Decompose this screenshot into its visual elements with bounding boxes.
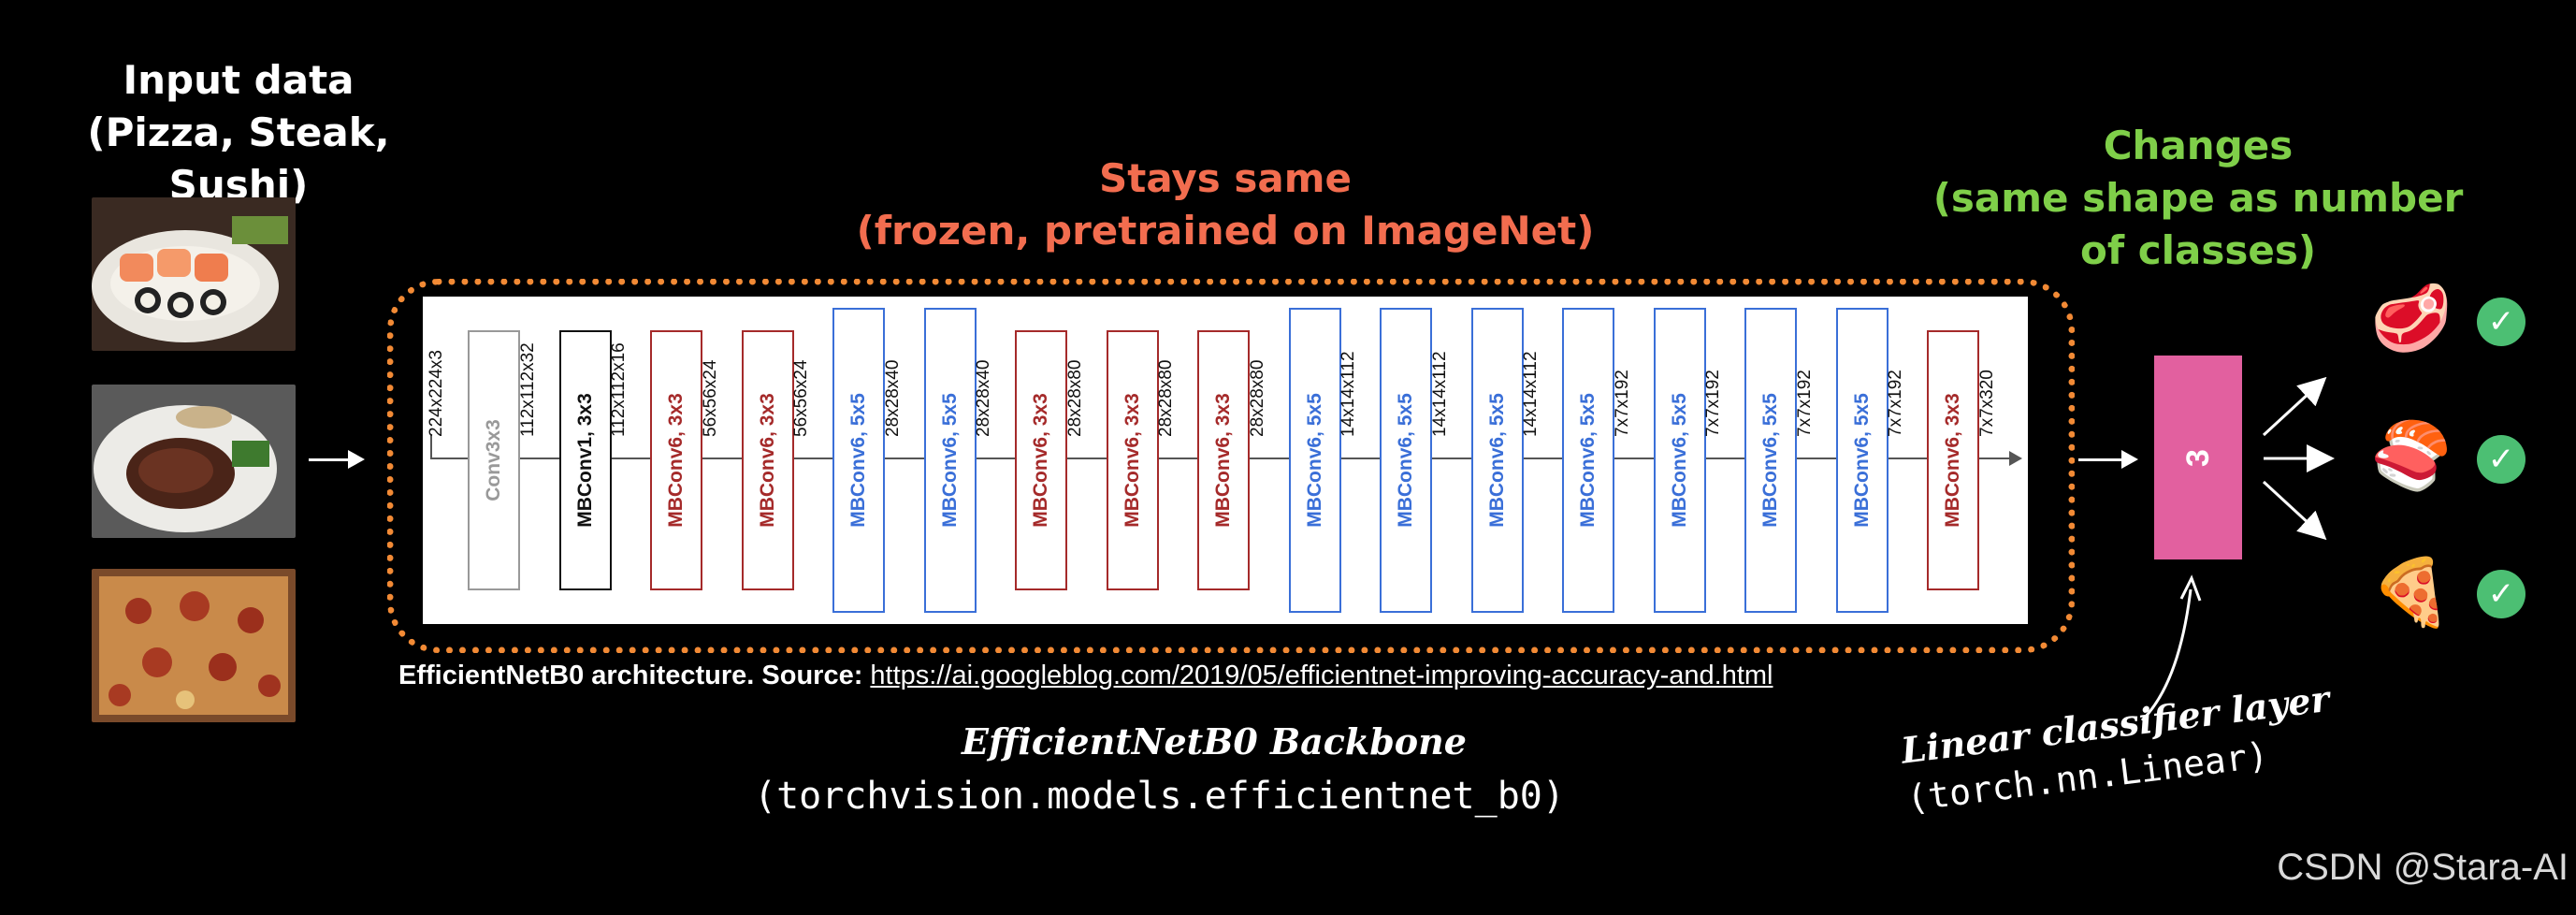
input-data-title: Input data (Pizza, Steak, Sushi) <box>19 54 458 211</box>
input-data-heading: Input data <box>123 57 355 103</box>
tensor-shape-label: 28x28x80 <box>1156 359 1176 437</box>
layer-block: MBConv6, 3x3 <box>1927 330 1979 590</box>
sushi-icon: 🍣 <box>2370 417 2453 494</box>
frozen-backbone-outline <box>387 279 2075 653</box>
architecture-caption: EfficientNetB0 architecture. Source: htt… <box>398 661 1773 691</box>
classifier-pointer-arrow <box>2140 574 2202 722</box>
layer-block: MBConv6, 3x3 <box>1015 330 1067 590</box>
caption-source-label: EfficientNetB0 architecture. Source: <box>398 661 863 690</box>
layer-block-label: MBConv6, 5x5 <box>847 393 870 528</box>
output-arrows <box>2262 376 2335 541</box>
tensor-shape-label: 7x7x320 <box>1976 370 1997 437</box>
layer-block: MBConv6, 5x5 <box>1835 308 1889 613</box>
layer-block-label: MBConv6, 3x3 <box>1121 393 1143 528</box>
pizza-icon: 🍕 <box>2370 554 2453 631</box>
layer-block-label: Conv3x3 <box>483 419 505 501</box>
tensor-shape-label: 28x28x40 <box>974 359 993 437</box>
tensor-shape-label: 14x14x112 <box>1339 351 1358 437</box>
layer-block: MBConv6, 3x3 <box>1106 330 1159 590</box>
layer-block-label: MBConv6, 5x5 <box>1759 393 1782 528</box>
layer-block: MBConv6, 3x3 <box>1197 330 1250 590</box>
backbone-label: EfficientNetB0 Backbone <box>962 720 1467 762</box>
layer-block-label: MBConv6, 3x3 <box>756 393 778 528</box>
layer-block-label: MBConv6, 3x3 <box>1212 393 1235 528</box>
tensor-shape-label: 7x7x192 <box>1886 370 1905 437</box>
layer-block-label: MBConv6, 5x5 <box>1668 393 1690 528</box>
source-link[interactable]: https://ai.googleblog.com/2019/05/effici… <box>870 661 1773 690</box>
layer-block: MBConv6, 5x5 <box>923 308 977 613</box>
check-icon: ✓ <box>2477 570 2525 618</box>
check-icon: ✓ <box>2477 298 2525 346</box>
changes-heading: Changes <box>2103 123 2294 168</box>
layer-block-label: MBConv1, 3x3 <box>573 393 596 528</box>
tensor-shape-label: 112x112x16 <box>609 342 629 437</box>
steak-icon: 🥩 <box>2370 280 2453 356</box>
layer-block: MBConv6, 5x5 <box>1562 308 1614 613</box>
layer-block: MBConv6, 3x3 <box>741 330 794 590</box>
tensor-shape-label: 7x7x192 <box>1612 370 1632 437</box>
layer-block: MBConv6, 5x5 <box>1653 308 1706 613</box>
layer-block-label: MBConv6, 3x3 <box>1942 393 1964 528</box>
tensor-shape-label: 14x14x112 <box>1521 351 1541 437</box>
sushi-photo <box>92 197 296 351</box>
architecture-start-tick <box>430 435 432 459</box>
tensor-shape-label: 7x7x192 <box>1794 370 1815 437</box>
input-arrow-head <box>348 450 365 469</box>
tensor-shape-label: 28x28x80 <box>1064 359 1085 437</box>
frozen-subheading: (frozen, pretrained on ImageNet) <box>856 208 1595 254</box>
layer-block-label: MBConv6, 5x5 <box>938 393 961 528</box>
layer-block-label: MBConv6, 3x3 <box>1030 393 1052 528</box>
layer-block: MBConv6, 5x5 <box>1470 308 1524 613</box>
layer-block: MBConv1, 3x3 <box>558 330 612 590</box>
steak-photo <box>92 385 296 538</box>
classifier-output-count: 3 <box>2179 448 2216 467</box>
pizza-photo <box>92 569 296 722</box>
layer-block-label: MBConv6, 5x5 <box>1850 393 1873 528</box>
frozen-heading: Stays same <box>1099 155 1352 201</box>
tensor-shape-label: 7x7x192 <box>1703 370 1723 437</box>
tensor-shape-label: 28x28x40 <box>882 359 903 437</box>
layer-block-label: MBConv6, 5x5 <box>1303 393 1325 528</box>
input-arrow <box>309 458 350 461</box>
tensor-shape-label: 56x56x24 <box>700 359 720 437</box>
frozen-title: Stays same (frozen, pretrained on ImageN… <box>842 152 1609 257</box>
watermark: CSDN @Stara-AI <box>2277 847 2569 888</box>
tensor-shape-label: 56x56x24 <box>791 359 811 437</box>
layer-block-label: MBConv6, 5x5 <box>1395 393 1417 528</box>
tensor-shape-label: 14x14x112 <box>1429 351 1450 437</box>
tensor-shape-label: 28x28x80 <box>1247 359 1267 437</box>
layer-block: MBConv6, 5x5 <box>1380 308 1432 613</box>
changes-title: Changes (same shape as number of classes… <box>1927 120 2469 277</box>
layer-block: MBConv6, 5x5 <box>832 308 885 613</box>
architecture-end-arrowhead <box>2009 451 2022 466</box>
layer-block-label: MBConv6, 3x3 <box>665 393 687 528</box>
changes-line-3: of classes) <box>2079 227 2317 273</box>
changes-line-2: (same shape as number <box>1932 175 2464 221</box>
layer-block: MBConv6, 3x3 <box>650 330 702 590</box>
tensor-shape-label: 224x224x3 <box>427 350 446 437</box>
backbone-to-classifier-arrow-head <box>2121 450 2138 469</box>
layer-block-label: MBConv6, 5x5 <box>1485 393 1508 528</box>
input-data-classes: (Pizza, Steak, Sushi) <box>87 109 390 208</box>
layer-block: MBConv6, 5x5 <box>1744 308 1797 613</box>
layer-block: Conv3x3 <box>468 330 520 590</box>
tensor-shape-label: 112x112x32 <box>517 342 538 437</box>
linear-classifier-block: 3 <box>2154 356 2242 559</box>
layer-block: MBConv6, 5x5 <box>1288 308 1341 613</box>
backbone-code: (torchvision.models.efficientnet_b0) <box>754 775 1565 818</box>
backbone-to-classifier-arrow <box>2078 458 2123 461</box>
check-icon: ✓ <box>2477 435 2525 484</box>
layer-block-label: MBConv6, 5x5 <box>1577 393 1599 528</box>
